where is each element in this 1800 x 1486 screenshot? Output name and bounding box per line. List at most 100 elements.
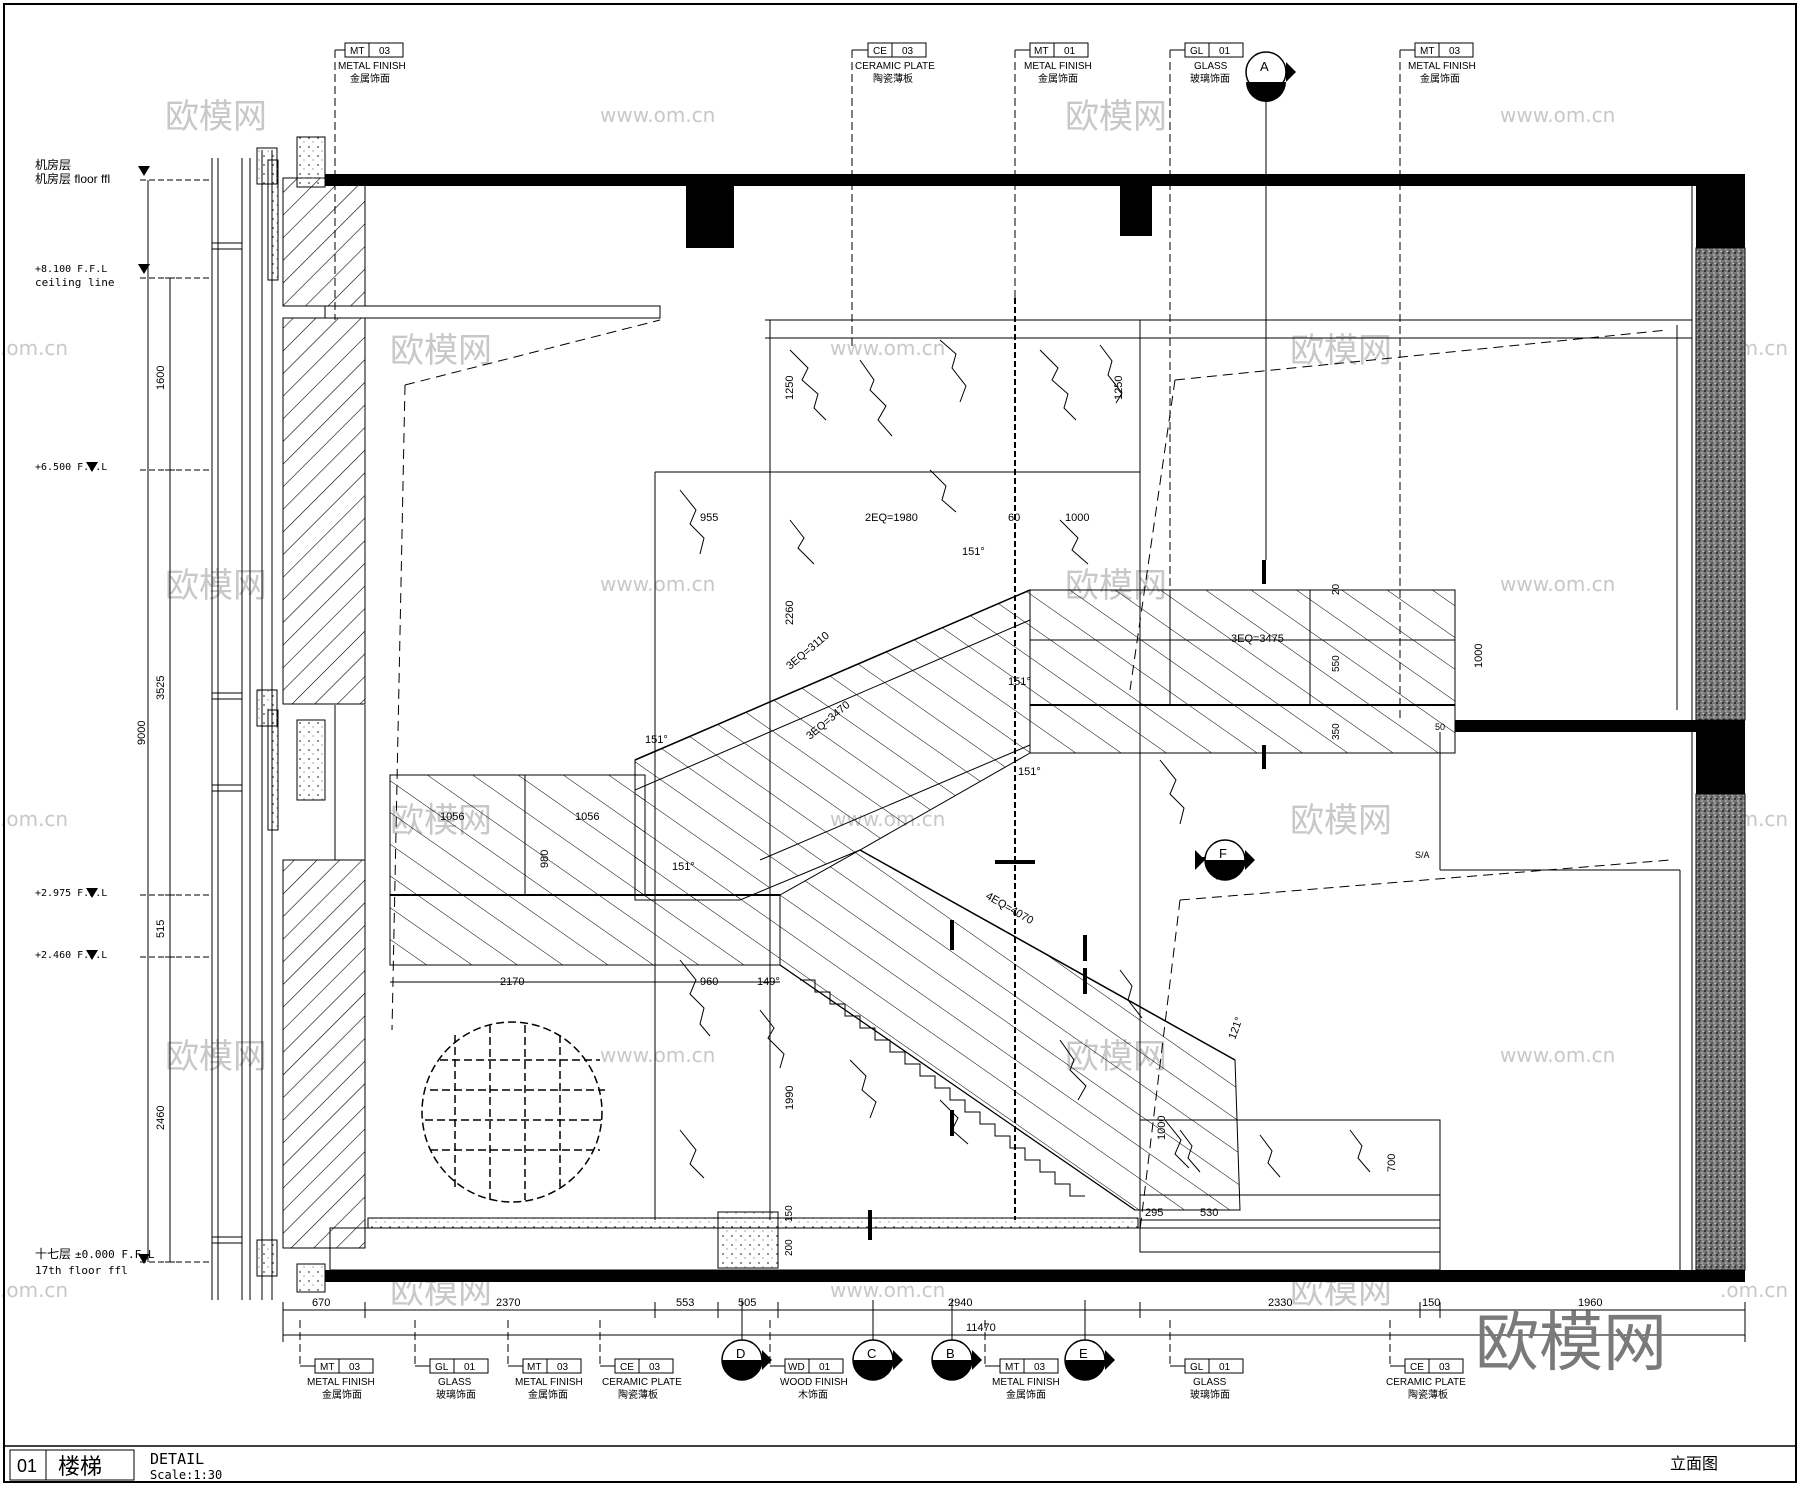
watermark-logo: 欧模网 xyxy=(1065,97,1167,137)
svg-text:530: 530 xyxy=(1200,1207,1218,1219)
svg-text:MT: MT xyxy=(1034,46,1048,57)
svg-text:金属饰面: 金属饰面 xyxy=(1038,72,1078,85)
svg-text:金属饰面: 金属饰面 xyxy=(1420,72,1460,85)
section-marker-f: F xyxy=(1195,839,1255,881)
title-view: 立面图 xyxy=(1670,1455,1718,1473)
svg-text:151°: 151° xyxy=(1008,676,1031,688)
svg-text:03: 03 xyxy=(1449,46,1461,57)
dim-h-2370: 2370 xyxy=(496,1297,520,1309)
section-marker-a: A xyxy=(1245,51,1296,560)
svg-text:WOOD FINISH: WOOD FINISH xyxy=(780,1377,848,1388)
svg-text:MT: MT xyxy=(1420,46,1434,57)
right-column-upper xyxy=(1695,247,1746,721)
svg-text:E: E xyxy=(1079,1346,1088,1361)
callout-bottom-6: MT 03 METAL FINISH 金属饰面 xyxy=(984,1320,1060,1401)
svg-text:金属饰面: 金属饰面 xyxy=(1006,1388,1046,1401)
svg-text:2EQ=1980: 2EQ=1980 xyxy=(865,512,918,524)
svg-text:151°: 151° xyxy=(672,861,695,873)
svg-text:A: A xyxy=(1260,59,1269,74)
svg-text:CERAMIC PLATE: CERAMIC PLATE xyxy=(855,61,935,72)
horizontal-dimensions xyxy=(282,1302,1746,1342)
svg-text:955: 955 xyxy=(700,512,718,524)
svg-text:20: 20 xyxy=(1331,583,1342,595)
svg-text:WD: WD xyxy=(788,1362,805,1373)
svg-text:MT: MT xyxy=(1005,1362,1019,1373)
upper-stair-flight xyxy=(634,589,1031,901)
callout-bottom-8: CE 03 CERAMIC PLATE 陶瓷薄板 xyxy=(1386,1320,1466,1401)
watermark-url: www.om.cn xyxy=(600,572,715,596)
level-label-ceiling: ceiling line xyxy=(35,276,114,289)
callout-bottom-3: MT 03 METAL FINISH 金属饰面 xyxy=(507,1320,583,1401)
svg-text:木饰面: 木饰面 xyxy=(798,1388,828,1401)
svg-text:F: F xyxy=(1219,846,1227,861)
level-label-2975: +2.975 F.F.L xyxy=(35,888,107,899)
circular-feature xyxy=(421,1021,605,1203)
svg-text:1250: 1250 xyxy=(784,376,796,400)
level-markers: 机房层 机房层 floor ffl +8.100 F.F.L ceiling l… xyxy=(35,157,212,1277)
watermark-url: www.om.cn xyxy=(830,336,945,360)
svg-text:1250: 1250 xyxy=(1113,376,1125,400)
title-scale: Scale:1:30 xyxy=(150,1468,222,1482)
svg-text:MT: MT xyxy=(350,46,364,57)
svg-text:03: 03 xyxy=(349,1362,361,1373)
callout-bottom-5: WD 01 WOOD FINISH 木饰面 xyxy=(769,1320,848,1401)
level-label-machine-room-zh: 机房层 xyxy=(35,157,71,172)
svg-text:200: 200 xyxy=(784,1239,795,1256)
watermark-url: .om.cn xyxy=(0,1278,68,1302)
svg-text:玻璃饰面: 玻璃饰面 xyxy=(1190,72,1230,85)
svg-text:METAL FINISH: METAL FINISH xyxy=(307,1377,375,1388)
section-marker-e: E xyxy=(1064,1300,1115,1381)
dim-h-150: 150 xyxy=(1422,1297,1440,1309)
svg-text:03: 03 xyxy=(557,1362,569,1373)
level-label-17th-zh: 十七层 xyxy=(35,1247,71,1261)
level-label-8100: +8.100 F.F.L xyxy=(35,264,107,275)
svg-text:980: 980 xyxy=(539,850,551,868)
svg-text:METAL FINISH: METAL FINISH xyxy=(515,1377,583,1388)
svg-text:150: 150 xyxy=(784,1205,795,1222)
svg-text:MT: MT xyxy=(527,1362,541,1373)
svg-text:1056: 1056 xyxy=(575,811,599,823)
svg-text:01: 01 xyxy=(464,1362,476,1373)
svg-text:CE: CE xyxy=(1410,1362,1424,1373)
rail-posts xyxy=(868,560,1266,1240)
callout-top-4: GL 01 GLASS 玻璃饰面 xyxy=(1169,42,1244,590)
svg-text:METAL FINISH: METAL FINISH xyxy=(1024,61,1092,72)
watermark-url: .om.cn xyxy=(0,807,68,831)
title-name: 楼梯 xyxy=(58,1454,102,1479)
svg-text:03: 03 xyxy=(379,46,391,57)
svg-text:700: 700 xyxy=(1386,1154,1398,1172)
callout-bottom-2: GL 01 GLASS 玻璃饰面 xyxy=(414,1320,489,1401)
callout-top-2: CE 03 CERAMIC PLATE 陶瓷薄板 xyxy=(851,42,935,350)
svg-text:CE: CE xyxy=(620,1362,634,1373)
svg-text:金属饰面: 金属饰面 xyxy=(350,72,390,85)
watermark-logo: 欧模网 xyxy=(165,97,267,137)
svg-text:D: D xyxy=(736,1346,745,1361)
svg-text:陶瓷薄板: 陶瓷薄板 xyxy=(618,1388,658,1401)
level-label-2460: +2.460 F.F.L xyxy=(35,950,107,961)
svg-text:玻璃饰面: 玻璃饰面 xyxy=(436,1388,476,1401)
watermark-logo: 欧模网 xyxy=(165,1037,267,1077)
svg-text:960: 960 xyxy=(700,976,718,988)
dim-h-1960: 1960 xyxy=(1578,1297,1602,1309)
svg-text:151°: 151° xyxy=(962,546,985,558)
dim-h-505: 505 xyxy=(738,1297,756,1309)
svg-text:03: 03 xyxy=(1439,1362,1451,1373)
svg-text:金属饰面: 金属饰面 xyxy=(528,1388,568,1401)
callout-bottom-7: GL 01 GLASS 玻璃饰面 xyxy=(1169,1320,1244,1401)
svg-text:GLASS: GLASS xyxy=(1194,61,1228,72)
watermark-logo: 欧模网 xyxy=(1290,331,1392,371)
slabs xyxy=(325,174,1745,1282)
watermark-logo: 欧模网 xyxy=(390,331,492,371)
svg-text:S/A: S/A xyxy=(1415,850,1430,860)
svg-text:03: 03 xyxy=(902,46,914,57)
svg-text:METAL FINISH: METAL FINISH xyxy=(338,61,406,72)
svg-text:03: 03 xyxy=(1034,1362,1046,1373)
section-marker-c: C xyxy=(852,1300,903,1381)
svg-text:金属饰面: 金属饰面 xyxy=(322,1388,362,1401)
svg-text:121°: 121° xyxy=(1227,1016,1246,1041)
svg-text:01: 01 xyxy=(1219,46,1231,57)
watermark-url: .om.cn xyxy=(0,336,68,360)
middle-landing xyxy=(389,774,781,983)
svg-text:1000: 1000 xyxy=(1473,644,1485,668)
svg-text:1000: 1000 xyxy=(1156,1116,1168,1140)
